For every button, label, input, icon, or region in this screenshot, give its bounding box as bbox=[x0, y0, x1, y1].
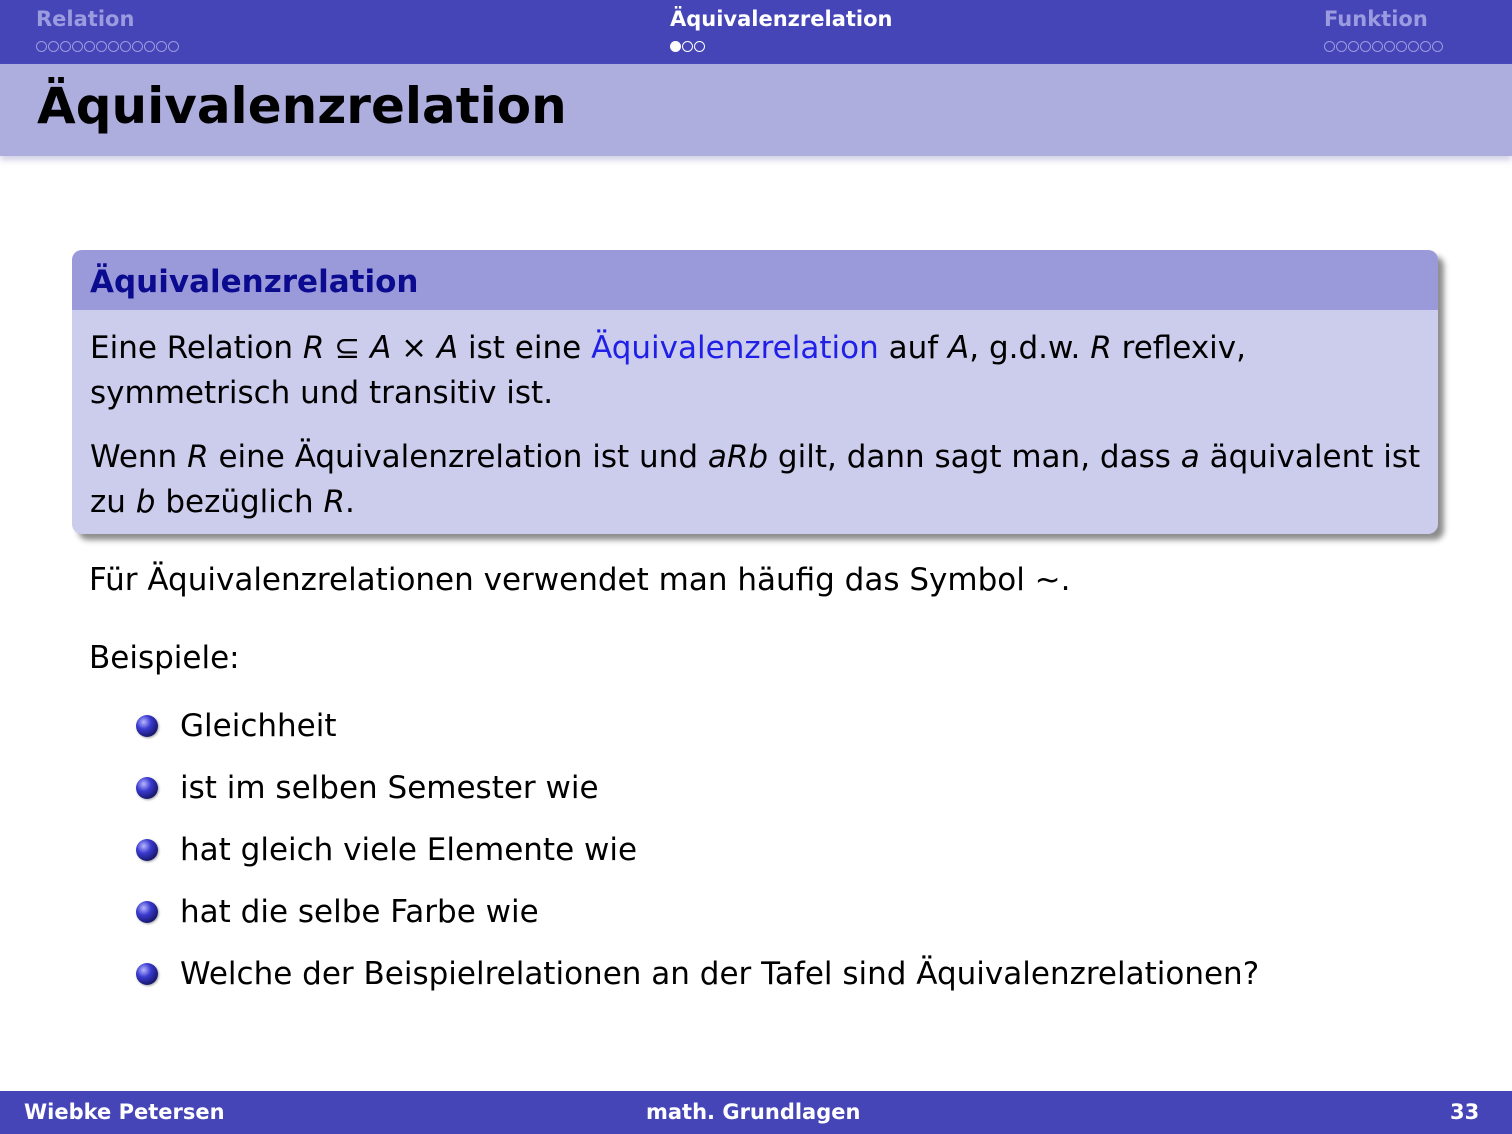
navigation-bar: Relation Äquivalenzrelation Funktion bbox=[0, 0, 1512, 64]
bullet-ball-icon bbox=[136, 715, 158, 737]
examples-label: Beispiele: bbox=[89, 640, 240, 676]
nav-frame-dot[interactable] bbox=[1372, 41, 1383, 52]
nav-section-funktion[interactable]: Funktion bbox=[1324, 7, 1428, 31]
list-item-text: ist im selben Semester wie bbox=[180, 770, 599, 806]
text: gilt, dann sagt man, dass bbox=[768, 439, 1181, 475]
nav-frame-dot[interactable] bbox=[108, 41, 119, 52]
nav-frame-dot[interactable] bbox=[144, 41, 155, 52]
nav-frame-dot[interactable] bbox=[694, 41, 705, 52]
nav-frame-dot[interactable] bbox=[96, 41, 107, 52]
text: ist eine bbox=[458, 330, 592, 366]
nav-frame-dot[interactable] bbox=[132, 41, 143, 52]
nav-frame-dot[interactable] bbox=[60, 41, 71, 52]
footer-page-number: 33 bbox=[1450, 1100, 1480, 1124]
highlighted-term: Äquivalenzrelation bbox=[591, 330, 879, 366]
nav-frame-dot[interactable] bbox=[1336, 41, 1347, 52]
definition-block-header: Äquivalenzrelation bbox=[72, 250, 1438, 310]
list-item: ist im selben Semester wie bbox=[136, 768, 599, 808]
nav-frame-dot[interactable] bbox=[1360, 41, 1371, 52]
nav-frame-dot[interactable] bbox=[1324, 41, 1335, 52]
definition-title: Äquivalenzrelation bbox=[90, 264, 419, 300]
footer-author: Wiebke Petersen bbox=[24, 1100, 225, 1124]
nav-frame-dot[interactable] bbox=[36, 41, 47, 52]
text: bezüglich bbox=[155, 484, 324, 520]
bullet-ball-icon bbox=[136, 963, 158, 985]
list-item-text: Gleichheit bbox=[180, 708, 337, 744]
list-item: hat die selbe Farbe wie bbox=[136, 892, 539, 932]
list-item-text: Welche der Beispielrelationen an der Taf… bbox=[180, 956, 1260, 992]
definition-paragraph-1: Eine Relation R ⊆ A × A ist eine Äquival… bbox=[90, 326, 1430, 416]
definition-block: Äquivalenzrelation Eine Relation R ⊆ A ×… bbox=[72, 250, 1438, 534]
definition-paragraph-2: Wenn R eine Äquivalenzrelation ist und a… bbox=[90, 435, 1430, 525]
text: äquivalent ist zu bbox=[90, 439, 1421, 520]
list-item: hat gleich viele Elemente wie bbox=[136, 830, 637, 870]
frame-title: Äquivalenzrelation bbox=[37, 77, 567, 135]
nav-frame-dot[interactable] bbox=[120, 41, 131, 52]
math-relation-r: R bbox=[187, 439, 209, 475]
text: auf bbox=[878, 330, 949, 366]
list-item-text: hat gleich viele Elemente wie bbox=[180, 832, 638, 868]
bullet-ball-icon bbox=[136, 839, 158, 861]
math-relation-subset: R ⊆ A × A bbox=[302, 330, 459, 366]
math-set-a: A bbox=[948, 330, 970, 366]
nav-section-relation[interactable]: Relation bbox=[36, 7, 135, 31]
math-b: b bbox=[135, 484, 156, 520]
nav-frame-dot[interactable] bbox=[168, 41, 179, 52]
text: eine Äquivalenzrelation ist und bbox=[208, 439, 708, 475]
frame-title-band: Äquivalenzrelation bbox=[0, 64, 1512, 156]
bullet-ball-icon bbox=[136, 901, 158, 923]
footer-bar: Wiebke Petersen math. Grundlagen 33 bbox=[0, 1091, 1512, 1134]
nav-frame-dot[interactable] bbox=[48, 41, 59, 52]
nav-frame-dot[interactable] bbox=[670, 41, 681, 52]
nav-section-aequivalenzrelation[interactable]: Äquivalenzrelation bbox=[670, 7, 893, 31]
list-item: Gleichheit bbox=[136, 706, 337, 746]
text: Wenn bbox=[90, 439, 188, 475]
list-item-text: hat die selbe Farbe wie bbox=[180, 894, 539, 930]
nav-frame-dot[interactable] bbox=[84, 41, 95, 52]
text: reflexiv, symmetrisch und transitiv ist. bbox=[90, 330, 1246, 411]
symbol-sentence: Für Äquivalenzrelationen verwendet man h… bbox=[89, 562, 1071, 598]
nav-frame-dot[interactable] bbox=[72, 41, 83, 52]
bullet-ball-icon bbox=[136, 777, 158, 799]
math-arb: aRb bbox=[707, 439, 769, 475]
text: . bbox=[345, 484, 355, 520]
footer-course: math. Grundlagen bbox=[646, 1100, 861, 1124]
text: , g.d.w. bbox=[969, 330, 1091, 366]
text: Eine Relation bbox=[90, 330, 303, 366]
nav-frame-dot[interactable] bbox=[1348, 41, 1359, 52]
math-a: a bbox=[1180, 439, 1200, 475]
nav-dots-funktion bbox=[1324, 41, 1443, 55]
nav-frame-dot[interactable] bbox=[1408, 41, 1419, 52]
math-relation-r: R bbox=[1090, 330, 1112, 366]
nav-dots-relation bbox=[36, 41, 179, 55]
nav-frame-dot[interactable] bbox=[1396, 41, 1407, 52]
math-relation-r: R bbox=[323, 484, 345, 520]
nav-frame-dot[interactable] bbox=[682, 41, 693, 52]
nav-frame-dot[interactable] bbox=[1384, 41, 1395, 52]
list-item: Welche der Beispielrelationen an der Taf… bbox=[136, 954, 1259, 994]
nav-dots-aequivalenzrelation bbox=[670, 41, 705, 55]
nav-frame-dot[interactable] bbox=[156, 41, 167, 52]
nav-frame-dot[interactable] bbox=[1432, 41, 1443, 52]
nav-frame-dot[interactable] bbox=[1420, 41, 1431, 52]
